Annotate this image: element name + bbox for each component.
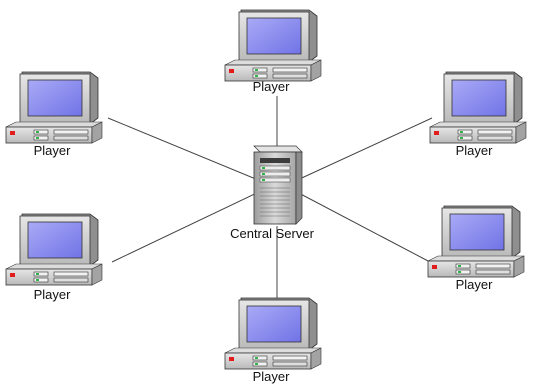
connection-line-bottom-right [292,189,431,263]
player-node-top-right: Player [429,71,527,158]
player-node-bottom-left: Player [5,213,103,302]
player-label: Player [456,143,494,158]
player-label: Player [34,287,72,302]
connection-line-top-left [107,117,264,183]
player-label: Player [253,79,291,94]
desktop-computer-icon [224,297,322,370]
server-node: Central Server [230,145,315,241]
connections [107,96,433,300]
player-node-top-left: Player [5,71,103,158]
player-label: Player [253,369,291,384]
connection-line-top-right [292,117,433,183]
server-label: Central Server [230,226,314,241]
connection-line-bottom-left [111,189,264,263]
player-node-top: Player [224,9,322,94]
player-label: Player [34,143,72,158]
desktop-computer-icon [5,213,103,286]
desktop-computer-icon [224,9,322,82]
desktop-computer-icon [5,71,103,144]
player-node-bottom: Player [224,297,322,384]
player-node-bottom-right: Player [427,205,525,292]
player-label: Player [456,277,494,292]
tower-server-icon [253,145,303,225]
desktop-computer-icon [429,71,527,144]
desktop-computer-icon [427,205,525,278]
